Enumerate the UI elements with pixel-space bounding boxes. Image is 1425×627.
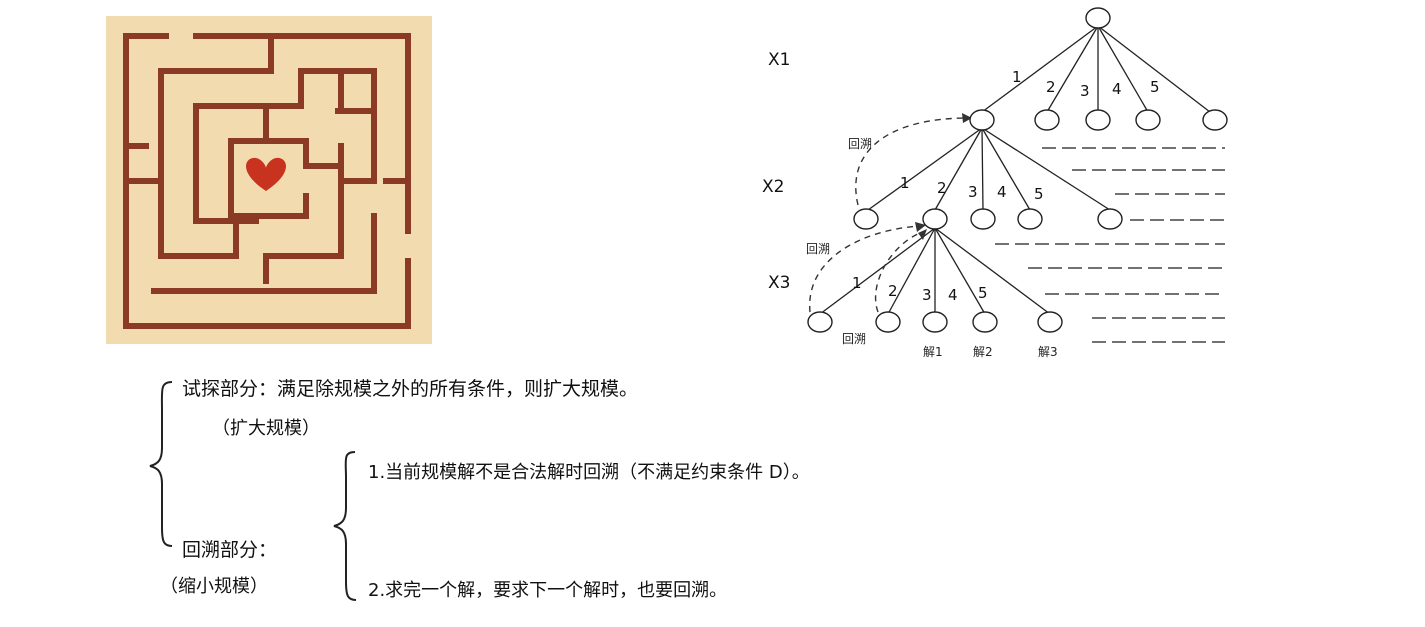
backtrack-label: 回溯	[842, 331, 866, 346]
backtrack-arcs	[809, 117, 969, 313]
edge-label: 1	[1012, 68, 1022, 86]
edge-label: 5	[1150, 78, 1160, 96]
maze-walls	[123, 33, 411, 329]
continuation-dashes	[995, 147, 1225, 343]
edge-label: 3	[1080, 82, 1090, 100]
level-label-x2: X2	[762, 177, 784, 197]
backtrack-sub: （缩小规模）	[160, 576, 268, 597]
tree-node	[875, 311, 901, 333]
edge-label: 1	[900, 174, 910, 192]
backtracking-tree: X1 X2 X3 1 2 3 4 5 1 2 3 4 5 1 2 3 4 5 回…	[762, 7, 1228, 359]
tree-edges	[819, 25, 1211, 315]
probe-sub: （扩大规模）	[212, 418, 320, 439]
tree-node	[1085, 109, 1111, 131]
tree-node	[1034, 109, 1060, 131]
case-1: 1.当前规模解不是合法解时回溯（不满足约束条件 D）。	[368, 462, 810, 483]
tree-node	[807, 311, 833, 333]
root-node	[1085, 7, 1111, 29]
edge-label: 2	[888, 282, 898, 300]
tree-node	[853, 208, 879, 230]
tree-node	[1017, 208, 1043, 230]
edge-label: 3	[922, 286, 932, 304]
backtrack-label: 回溯	[848, 136, 872, 151]
backtrack-title: 回溯部分：	[182, 539, 278, 561]
edge-label: 5	[978, 284, 988, 302]
level-label-x3: X3	[768, 273, 790, 293]
tree-node	[922, 208, 948, 230]
tree-node	[1097, 208, 1123, 230]
edge-label: 5	[1034, 185, 1044, 203]
left-brace	[149, 381, 173, 547]
backtrack-label: 回溯	[806, 241, 830, 256]
edge-label: 3	[968, 183, 978, 201]
notes-braces	[149, 381, 357, 601]
tree-node	[1202, 109, 1228, 131]
heart-icon	[246, 157, 286, 191]
tree-nodes	[807, 7, 1228, 333]
tree-node	[1135, 109, 1161, 131]
edge-label: 2	[937, 179, 947, 197]
tree-node	[972, 311, 998, 333]
arc-arrowheads	[915, 113, 972, 240]
edge-label: 4	[948, 286, 958, 304]
level-label-x1: X1	[768, 50, 790, 70]
tree-node	[1037, 311, 1063, 333]
edge-label: 4	[997, 183, 1007, 201]
solution-label: 解2	[973, 345, 993, 359]
edge-label: 4	[1112, 80, 1122, 98]
edge-label: 2	[1046, 78, 1056, 96]
probe-line: 试探部分：满足除规模之外的所有条件，则扩大规模。	[182, 378, 639, 400]
maze-illustration	[106, 16, 432, 344]
solution-label: 解3	[1038, 345, 1058, 359]
solution-label: 解1	[923, 345, 943, 359]
tree-node	[970, 208, 996, 230]
tree-node	[922, 311, 948, 333]
inner-brace	[333, 451, 357, 601]
edge-label: 1	[852, 274, 862, 292]
tree-node	[969, 109, 995, 131]
case-2: 2.求完一个解，要求下一个解时，也要回溯。	[368, 580, 728, 601]
